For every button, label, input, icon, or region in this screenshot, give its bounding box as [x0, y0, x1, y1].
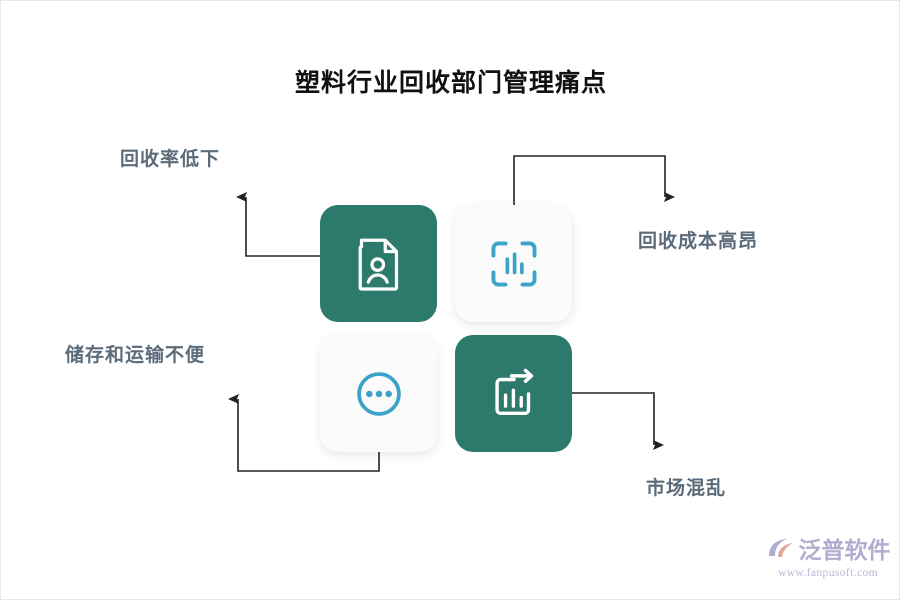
circle-ellipsis-icon: [356, 371, 401, 416]
page-title: 塑料行业回收部门管理痛点: [294, 69, 607, 97]
watermark-brand-row: 泛普软件: [766, 536, 891, 564]
watermark-url: www.fanpusoft.com: [778, 567, 878, 579]
label-recovery-rate: 回收率低下: [120, 149, 221, 170]
watermark: 泛普软件 www.fanpusoft.com: [763, 536, 893, 579]
label-storage-transport: 储存和运输不便: [65, 345, 206, 366]
scan-bar-chart-icon: [491, 241, 536, 286]
label-recovery-cost: 回收成本高昂: [638, 231, 759, 252]
tile-bottom-right[interactable]: [455, 335, 572, 452]
connector-recovery-cost: [513, 155, 676, 205]
tile-top-right[interactable]: [455, 205, 572, 322]
watermark-brand: 泛普软件: [798, 536, 891, 563]
document-person-icon: [358, 238, 398, 291]
bar-chart-arrow-icon: [494, 368, 533, 415]
tile-top-left[interactable]: [320, 205, 437, 322]
label-market-chaos: 市场混乱: [646, 478, 727, 499]
connector-recovery-rate: [235, 191, 320, 257]
tile-bottom-left[interactable]: [320, 335, 437, 452]
connector-market-chaos: [572, 392, 665, 451]
fanpu-swoosh-logo-icon: [768, 539, 793, 557]
